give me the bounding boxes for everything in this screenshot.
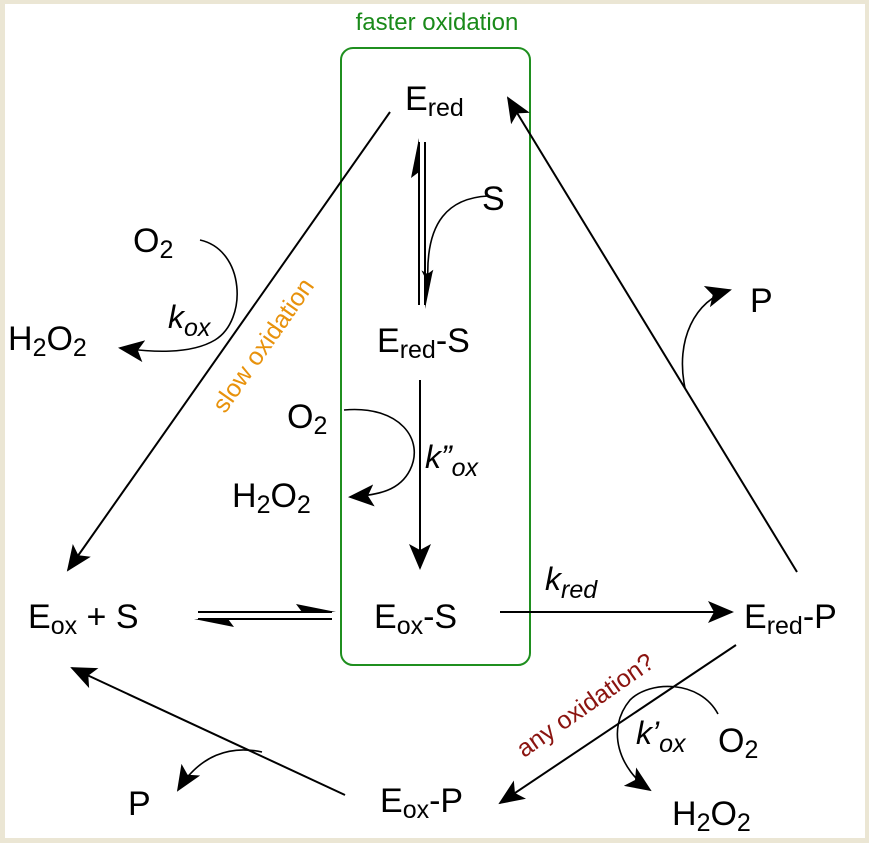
species-eredp: Ered-P: [744, 598, 837, 640]
o2-curve-middle: [343, 408, 416, 507]
species-eox-plus-s: Eox + S: [28, 598, 139, 640]
species-o2-middle: O2: [287, 398, 327, 440]
rate-kddox: k”ox: [425, 439, 480, 482]
s-binding-curve: [421, 195, 489, 284]
o2-curve-upper-left: [118, 239, 238, 363]
species-h2o2-middle: H2O2: [232, 477, 311, 519]
p-release-curve-right: [681, 286, 732, 389]
half-arrow-left: [194, 619, 234, 627]
arrow-ered-to-eox: [66, 111, 391, 572]
species-p-left: P: [128, 785, 151, 823]
faster-oxidation-label: faster oxidation: [356, 9, 519, 36]
faster-oxidation-box: [340, 47, 531, 666]
half-arrow-up: [411, 138, 419, 178]
rate-kred: kred: [545, 561, 598, 604]
rate-kpox: k’ox: [636, 715, 687, 758]
half-arrow-right: [296, 604, 336, 612]
o2-curve-lower-right: [616, 685, 719, 792]
species-p-right: P: [750, 282, 773, 320]
p-release-curve-left: [176, 749, 263, 792]
species-ered: Ered: [405, 80, 464, 122]
species-s: S: [482, 180, 505, 218]
species-eoxs: Eox-S: [374, 598, 457, 640]
species-h2o2-lower-right: H2O2: [672, 795, 751, 837]
species-eoxp: Eox-P: [380, 782, 463, 824]
species-o2-upper-left: O2: [133, 222, 173, 264]
arrow-eoxp-to-eox: [70, 667, 346, 796]
arrow-eredp-to-ered: [506, 96, 798, 573]
species-h2o2-upper-left: H2O2: [8, 320, 87, 362]
diagram-panel: [5, 4, 865, 838]
rate-kox: kox: [168, 299, 212, 342]
species-o2-lower-right: O2: [718, 722, 758, 764]
species-ereds: Ered-S: [377, 322, 470, 364]
half-arrow-down: [425, 270, 433, 309]
slow-oxidation-label: slow oxidation: [207, 273, 320, 418]
